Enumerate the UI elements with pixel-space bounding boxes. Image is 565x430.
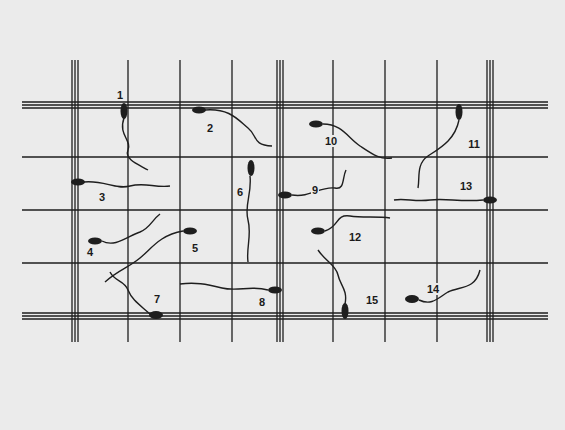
callout-number: 11 bbox=[467, 138, 481, 150]
grid-lines bbox=[22, 60, 548, 342]
callout-number: 7 bbox=[153, 293, 161, 305]
callout-number: 14 bbox=[426, 283, 440, 295]
callout-number: 9 bbox=[311, 184, 319, 196]
callout-number: 5 bbox=[191, 242, 199, 254]
callout-number: 13 bbox=[459, 180, 473, 192]
callout-number: 3 bbox=[98, 191, 106, 203]
sperm-tails bbox=[84, 110, 483, 314]
callout-number: 12 bbox=[348, 231, 362, 243]
callout-number: 2 bbox=[206, 122, 214, 134]
callout-number: 1 bbox=[116, 89, 124, 101]
callout-number: 8 bbox=[258, 296, 266, 308]
callout-number: 4 bbox=[86, 246, 94, 258]
callout-number: 6 bbox=[236, 186, 244, 198]
sperm-heads bbox=[71, 103, 497, 319]
callout-number: 10 bbox=[324, 135, 338, 147]
callout-number: 15 bbox=[365, 294, 379, 306]
